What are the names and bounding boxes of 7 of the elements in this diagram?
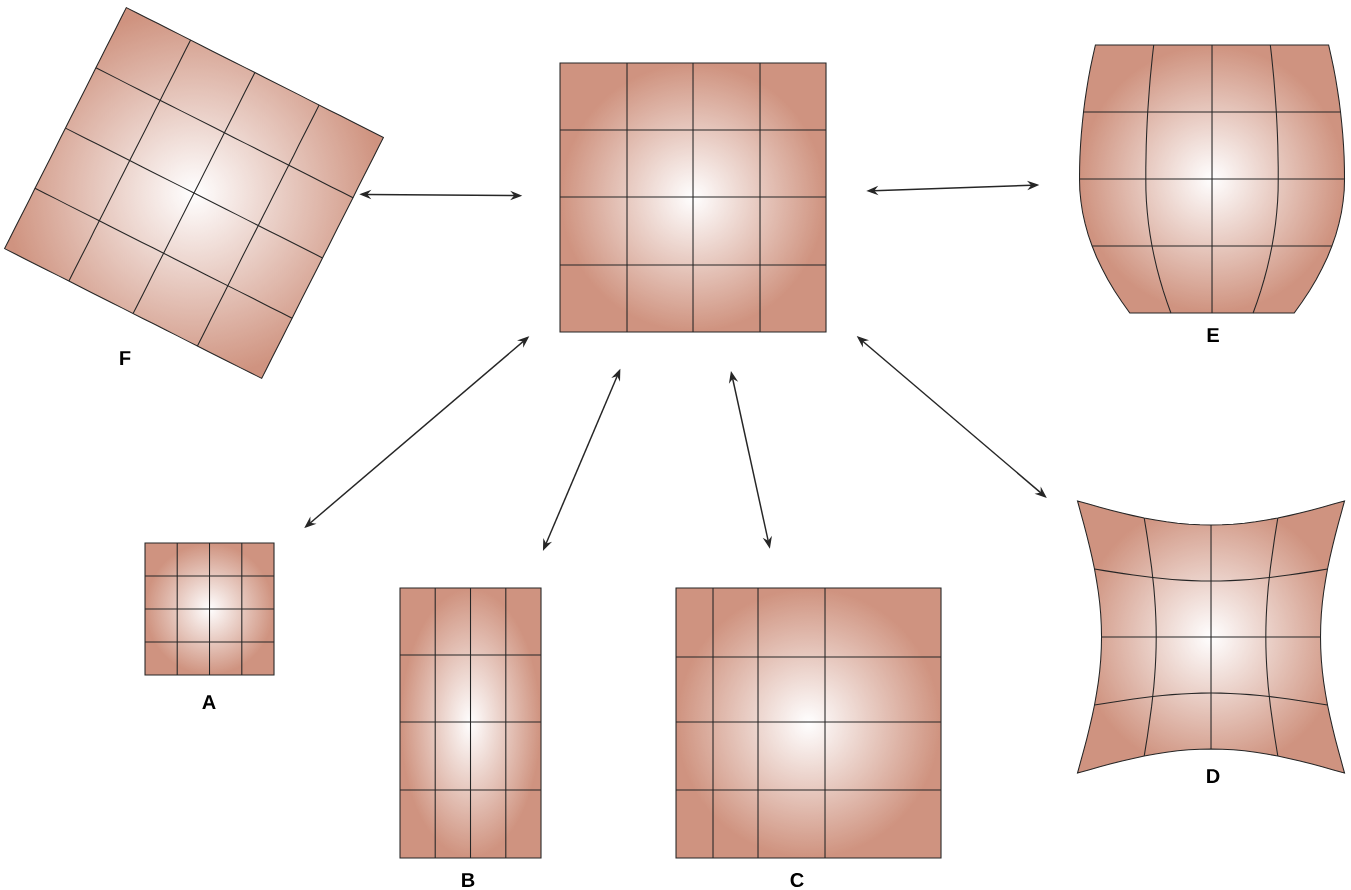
shape-label: A — [202, 695, 216, 709]
shape-label: C — [790, 872, 804, 888]
shape-label: D — [1207, 769, 1220, 783]
grid-drawing — [559, 62, 827, 333]
shape-label: E — [1207, 328, 1219, 342]
shape-label: F — [120, 351, 131, 365]
shape-label: B — [462, 873, 475, 887]
